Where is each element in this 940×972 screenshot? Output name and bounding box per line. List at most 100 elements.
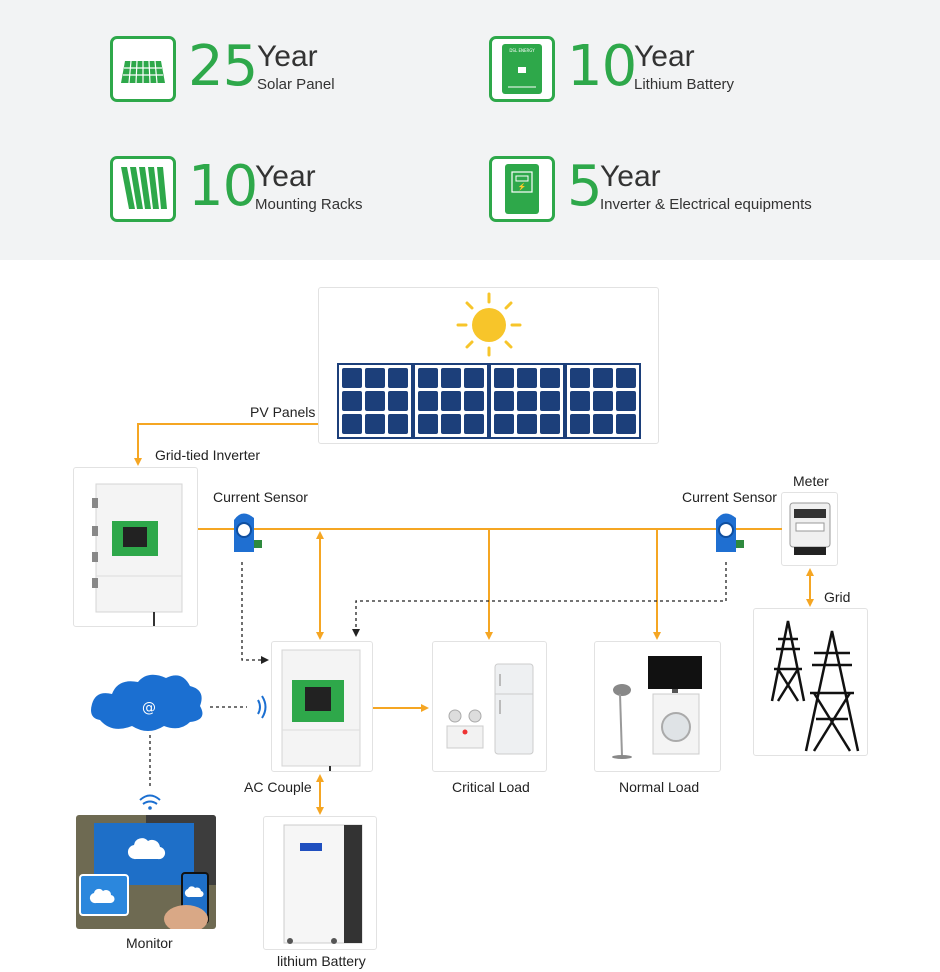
- critical-load-box: [432, 641, 547, 772]
- solar-cell: [464, 414, 484, 434]
- solar-cell: [517, 414, 537, 434]
- warranty-mounting-racks: 10 Year Mounting Racks: [110, 154, 410, 226]
- solar-cell: [464, 391, 484, 411]
- warranty-years: 10: [567, 34, 637, 99]
- warranty-desc: Solar Panel: [257, 76, 335, 93]
- ac-couple-label: AC Couple: [244, 779, 312, 795]
- pv-panels-label: PV Panels: [250, 404, 316, 420]
- grid-tied-inverter-label: Grid-tied Inverter: [155, 447, 261, 463]
- solar-cell: [441, 414, 461, 434]
- solar-cell: [494, 414, 514, 434]
- left-sensor-signal-line: [241, 562, 269, 664]
- lithium-battery-label: lithium Battery: [277, 953, 366, 969]
- solar-cell: [616, 391, 636, 411]
- floor-lamp-icon: [612, 684, 632, 759]
- solar-cell: [616, 414, 636, 434]
- cloud-icon: @: [91, 674, 203, 731]
- solar-cell: [540, 368, 560, 388]
- solar-panel-array: [337, 363, 641, 439]
- solar-cell: [540, 391, 560, 411]
- solar-cell: [365, 391, 385, 411]
- solar-cell: [494, 391, 514, 411]
- right-sensor-signal-line: [352, 562, 727, 637]
- warranty-inverter: ⚡ 5 Year Inverter & Electrical equipment…: [489, 154, 889, 226]
- warranty-desc: Lithium Battery: [634, 76, 735, 93]
- year-label: Year: [634, 40, 695, 73]
- electric-meter-icon: [789, 502, 831, 555]
- current-sensor-right-icon: [716, 513, 744, 552]
- warranty-lithium-battery: DSL ENERGY 10 Year Lithium Battery: [489, 34, 809, 106]
- pv-panels-box: [318, 287, 659, 444]
- mounting-rack-icon: [110, 156, 176, 222]
- inverter-icon: [92, 483, 183, 628]
- solar-cell: [418, 391, 438, 411]
- solar-cell: [441, 368, 461, 388]
- warranty-desc: Mounting Racks: [255, 196, 363, 213]
- solar-cell: [570, 391, 590, 411]
- normal-load-label: Normal Load: [619, 779, 700, 795]
- warranty-band: 25 Year Solar Panel DSL ENERGY 10 Year L…: [0, 0, 940, 260]
- solar-cell: [365, 414, 385, 434]
- solar-cell: [593, 414, 613, 434]
- solar-cell: [464, 368, 484, 388]
- grid-tied-inverter-box: [73, 467, 198, 628]
- pv-to-inverter-line: [134, 423, 318, 466]
- refrigerator-icon: [494, 663, 534, 755]
- ac-couple-box: [271, 641, 373, 776]
- warranty-years: 10: [188, 154, 258, 219]
- solar-cell: [388, 391, 408, 411]
- monitor-label: Monitor: [126, 935, 173, 951]
- warranty-desc: Inverter & Electrical equipments: [600, 196, 812, 213]
- current-sensor-right-label: Current Sensor: [682, 489, 777, 505]
- solar-cell: [418, 414, 438, 434]
- lithium-battery-icon: [283, 824, 363, 944]
- solar-cell: [593, 391, 613, 411]
- critical-load-label: Critical Load: [452, 779, 530, 795]
- ac-couple-inverter-icon: [281, 649, 361, 776]
- solar-cell: [388, 414, 408, 434]
- solar-cell: [593, 368, 613, 388]
- inverter-icon: ⚡: [489, 156, 555, 222]
- solar-cell: [388, 368, 408, 388]
- lithium-battery-box: [263, 816, 377, 950]
- solar-cell: [570, 368, 590, 388]
- wifi-icon-monitor: [139, 794, 161, 810]
- battery-brand-text: DSL ENERGY: [509, 48, 535, 53]
- solar-cell: [570, 414, 590, 434]
- wifi-icon-ac-couple: [257, 695, 267, 719]
- current-sensor-left-label: Current Sensor: [213, 489, 308, 505]
- solar-cell: [517, 391, 537, 411]
- meter-label: Meter: [793, 473, 829, 489]
- solar-cell: [342, 414, 362, 434]
- solar-cell: [342, 368, 362, 388]
- solar-cell: [365, 368, 385, 388]
- monitor-image: [76, 815, 216, 929]
- year-label: Year: [255, 160, 316, 193]
- warranty-solar-panel: 25 Year Solar Panel: [110, 34, 410, 106]
- warranty-years: 25: [188, 34, 258, 99]
- solar-cell: [494, 368, 514, 388]
- warranty-years: 5: [567, 154, 603, 219]
- solar-panel-icon: [110, 36, 176, 102]
- meter-box: [781, 492, 838, 566]
- solar-cell: [441, 391, 461, 411]
- sun-icon: [456, 292, 522, 357]
- emergency-light-icon: [446, 709, 484, 749]
- grid-label: Grid: [824, 589, 851, 605]
- washing-machine-icon: [652, 693, 700, 755]
- svg-text:⚡: ⚡: [518, 182, 527, 191]
- solar-cell: [540, 414, 560, 434]
- current-sensor-left-icon: [234, 513, 262, 552]
- grid-box: [753, 608, 868, 756]
- year-label: Year: [600, 160, 661, 193]
- normal-load-box: [594, 641, 721, 772]
- solar-cell: [342, 391, 362, 411]
- year-label: Year: [257, 40, 318, 73]
- television-icon: [648, 656, 702, 693]
- tablet-icon: [79, 874, 129, 916]
- cloud-symbol: @: [142, 700, 156, 716]
- solar-cell: [517, 368, 537, 388]
- transmission-tower-icon: [770, 620, 860, 752]
- solar-cell: [418, 368, 438, 388]
